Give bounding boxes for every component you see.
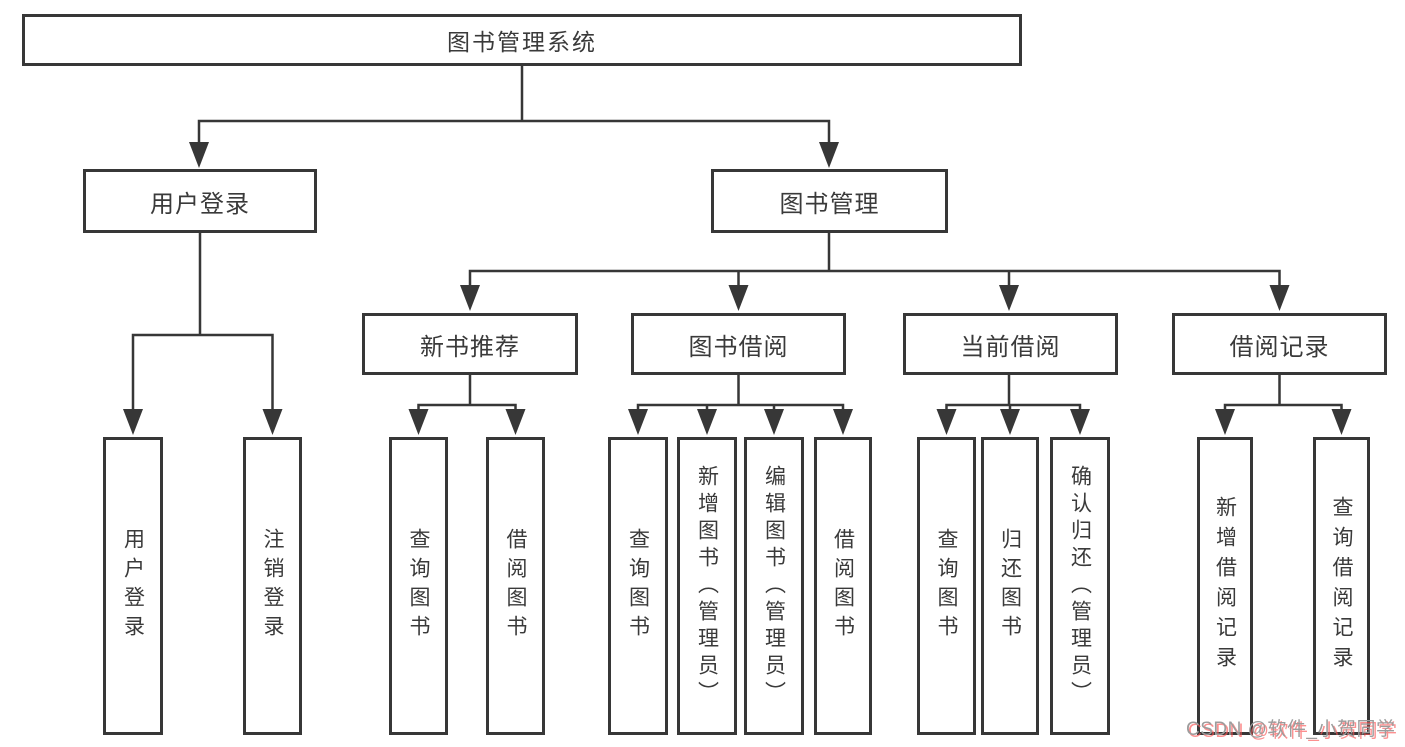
csdn-watermark: CSDN @软件_小贺同学 xyxy=(1186,719,1396,740)
leaf-label: 借阅图书 xyxy=(504,528,527,644)
node-root: 图书管理系统 xyxy=(22,14,1022,66)
arrowhead-icons xyxy=(123,142,1352,435)
leaf-label: 编辑图书（管理员） xyxy=(762,464,786,708)
node-book-borrowing: 图书借阅 xyxy=(631,313,846,375)
node-book-management: 图书管理 xyxy=(711,169,948,233)
leaf-label: 新增图书（管理员） xyxy=(695,464,719,708)
leaf-label: 查询借阅记录 xyxy=(1330,496,1353,676)
leaf-query-books-current: 查询图书 xyxy=(917,437,976,735)
leaf-label: 查询图书 xyxy=(407,528,430,644)
leaf-add-books-admin: 新增图书（管理员） xyxy=(677,437,737,735)
leaf-label: 新增借阅记录 xyxy=(1213,496,1237,676)
leaf-add-borrow-record: 新增借阅记录 xyxy=(1197,437,1253,735)
leaf-label: 注销登录 xyxy=(261,528,284,644)
leaf-confirm-return-admin: 确认归还（管理员） xyxy=(1050,437,1110,735)
node-new-book-recommendation: 新书推荐 xyxy=(362,313,578,375)
leaf-edit-books-admin: 编辑图书（管理员） xyxy=(744,437,804,735)
leaf-label: 用户登录 xyxy=(121,528,145,644)
node-borrowing-records: 借阅记录 xyxy=(1172,313,1387,375)
tree-lines xyxy=(131,64,1343,414)
leaf-label: 归还图书 xyxy=(998,528,1022,644)
leaf-query-books-recommend: 查询图书 xyxy=(389,437,448,735)
leaf-borrow-books-recommend: 借阅图书 xyxy=(486,437,545,735)
node-user-login: 用户登录 xyxy=(83,169,317,233)
node-current-borrowing: 当前借阅 xyxy=(903,313,1118,375)
leaf-user-login: 用户登录 xyxy=(103,437,163,735)
leaf-borrow-books-borrowing: 借阅图书 xyxy=(814,437,872,735)
leaf-logout: 注销登录 xyxy=(243,437,302,735)
leaf-query-borrow-record: 查询借阅记录 xyxy=(1313,437,1370,735)
leaf-query-books-borrowing: 查询图书 xyxy=(608,437,668,735)
leaf-label: 确认归还（管理员） xyxy=(1068,464,1092,708)
leaf-label: 查询图书 xyxy=(935,528,958,644)
leaf-label: 查询图书 xyxy=(626,528,650,644)
leaf-label: 借阅图书 xyxy=(831,528,855,644)
leaf-return-books: 归还图书 xyxy=(981,437,1039,735)
